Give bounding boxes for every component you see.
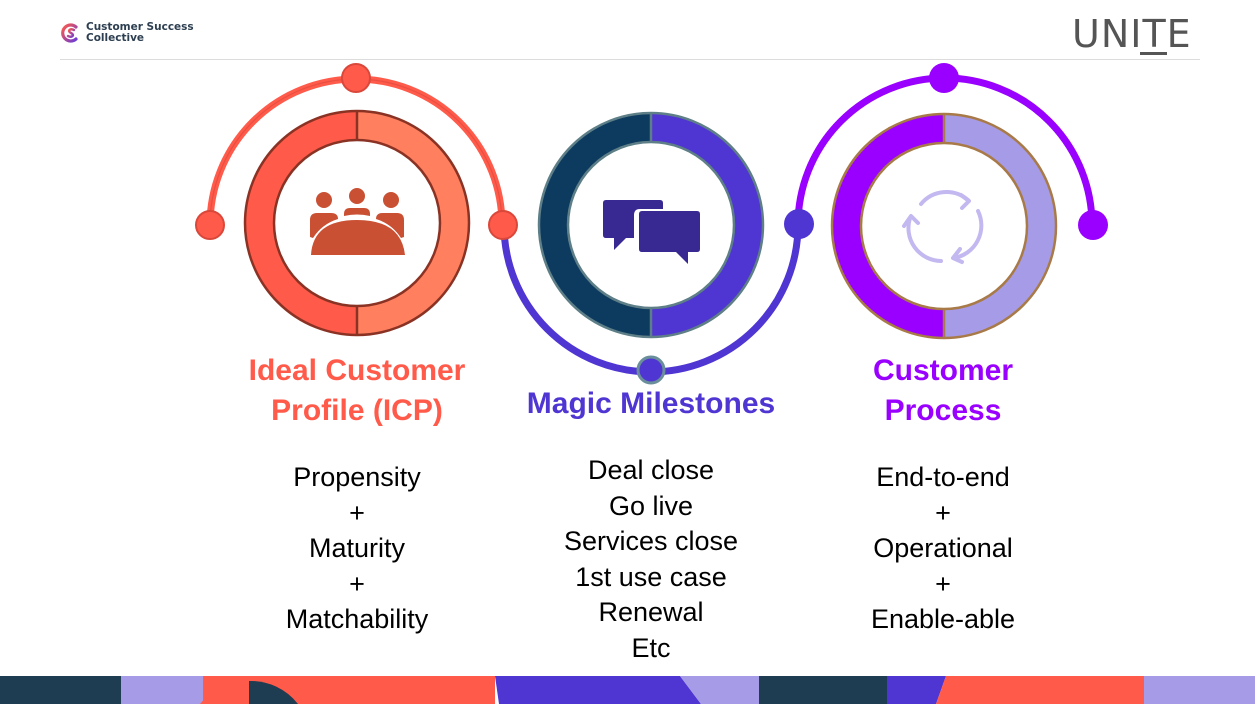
chat-bubbles-icon <box>603 200 700 264</box>
list-item: + <box>349 568 365 599</box>
footer-block <box>887 676 946 704</box>
footer-decor-band <box>0 676 1255 704</box>
footer-quarter-circle <box>200 680 249 704</box>
icp-node-right <box>488 210 518 240</box>
list-item: End-to-end <box>876 462 1010 492</box>
icp-title-line-2: Profile (ICP) <box>271 394 443 427</box>
footer-block <box>680 676 735 704</box>
unite-logo-underline <box>1140 52 1167 55</box>
list-item: Services close <box>563 526 739 556</box>
list-item: Go live <box>608 490 694 521</box>
list-item: + <box>935 568 951 599</box>
list-item: + <box>349 497 365 528</box>
process-node-top <box>929 63 959 93</box>
milestones-ring <box>537 111 765 339</box>
brand-name: Customer Success Collective <box>86 22 206 44</box>
process-title: Customer Process <box>818 351 1068 431</box>
header-divider <box>60 59 1200 60</box>
footer-half-circle <box>162 681 203 704</box>
milestones-list: Deal close Go live Services close 1st us… <box>501 453 801 666</box>
footer-quarter-circle <box>249 680 298 704</box>
list-item: 1st use case <box>575 561 727 592</box>
list-item: Matchability <box>285 604 429 634</box>
list-item: Deal close <box>587 455 715 485</box>
icp-list: Propensity + Maturity + Matchability <box>207 460 507 638</box>
meeting-group-icon <box>310 188 405 255</box>
footer-block <box>0 676 121 704</box>
brand-mark-icon <box>61 23 78 43</box>
icp-node-top <box>341 63 371 93</box>
milestones-node-bottom <box>636 355 666 385</box>
footer-block <box>759 676 887 704</box>
icp-title-line-1: Ideal Customer <box>248 354 466 387</box>
icp-node-left <box>195 210 225 240</box>
milestones-node-right <box>784 209 814 239</box>
footer-block <box>1144 676 1255 704</box>
footer-block <box>936 676 1144 704</box>
list-item: Maturity <box>308 533 406 563</box>
list-item: Enable-able <box>870 604 1016 634</box>
brand-line-2: Collective <box>86 32 145 44</box>
icp-title: Ideal Customer Profile (ICP) <box>207 351 507 431</box>
footer-block <box>735 676 759 704</box>
brand-line-1: Customer Success <box>86 21 194 33</box>
list-item: + <box>935 497 951 528</box>
brand-logo: Customer Success Collective <box>60 22 206 44</box>
refresh-cycle-icon <box>902 190 984 264</box>
milestones-title: Magic Milestones <box>491 384 811 424</box>
process-title-line-1: Customer <box>872 354 1014 387</box>
unite-logo: UNITE <box>1072 12 1192 56</box>
list-item: Operational <box>873 533 1013 563</box>
list-item: Renewal <box>598 597 704 627</box>
footer-block <box>495 676 701 704</box>
process-node-right <box>1078 210 1108 240</box>
process-ring <box>830 112 1058 340</box>
list-item: Etc <box>631 632 671 663</box>
milestones-title-line-1: Magic Milestones <box>526 387 776 420</box>
process-title-line-2: Process <box>884 394 1002 427</box>
process-list: End-to-end + Operational + Enable-able <box>793 460 1093 638</box>
list-item: Propensity <box>293 462 421 492</box>
